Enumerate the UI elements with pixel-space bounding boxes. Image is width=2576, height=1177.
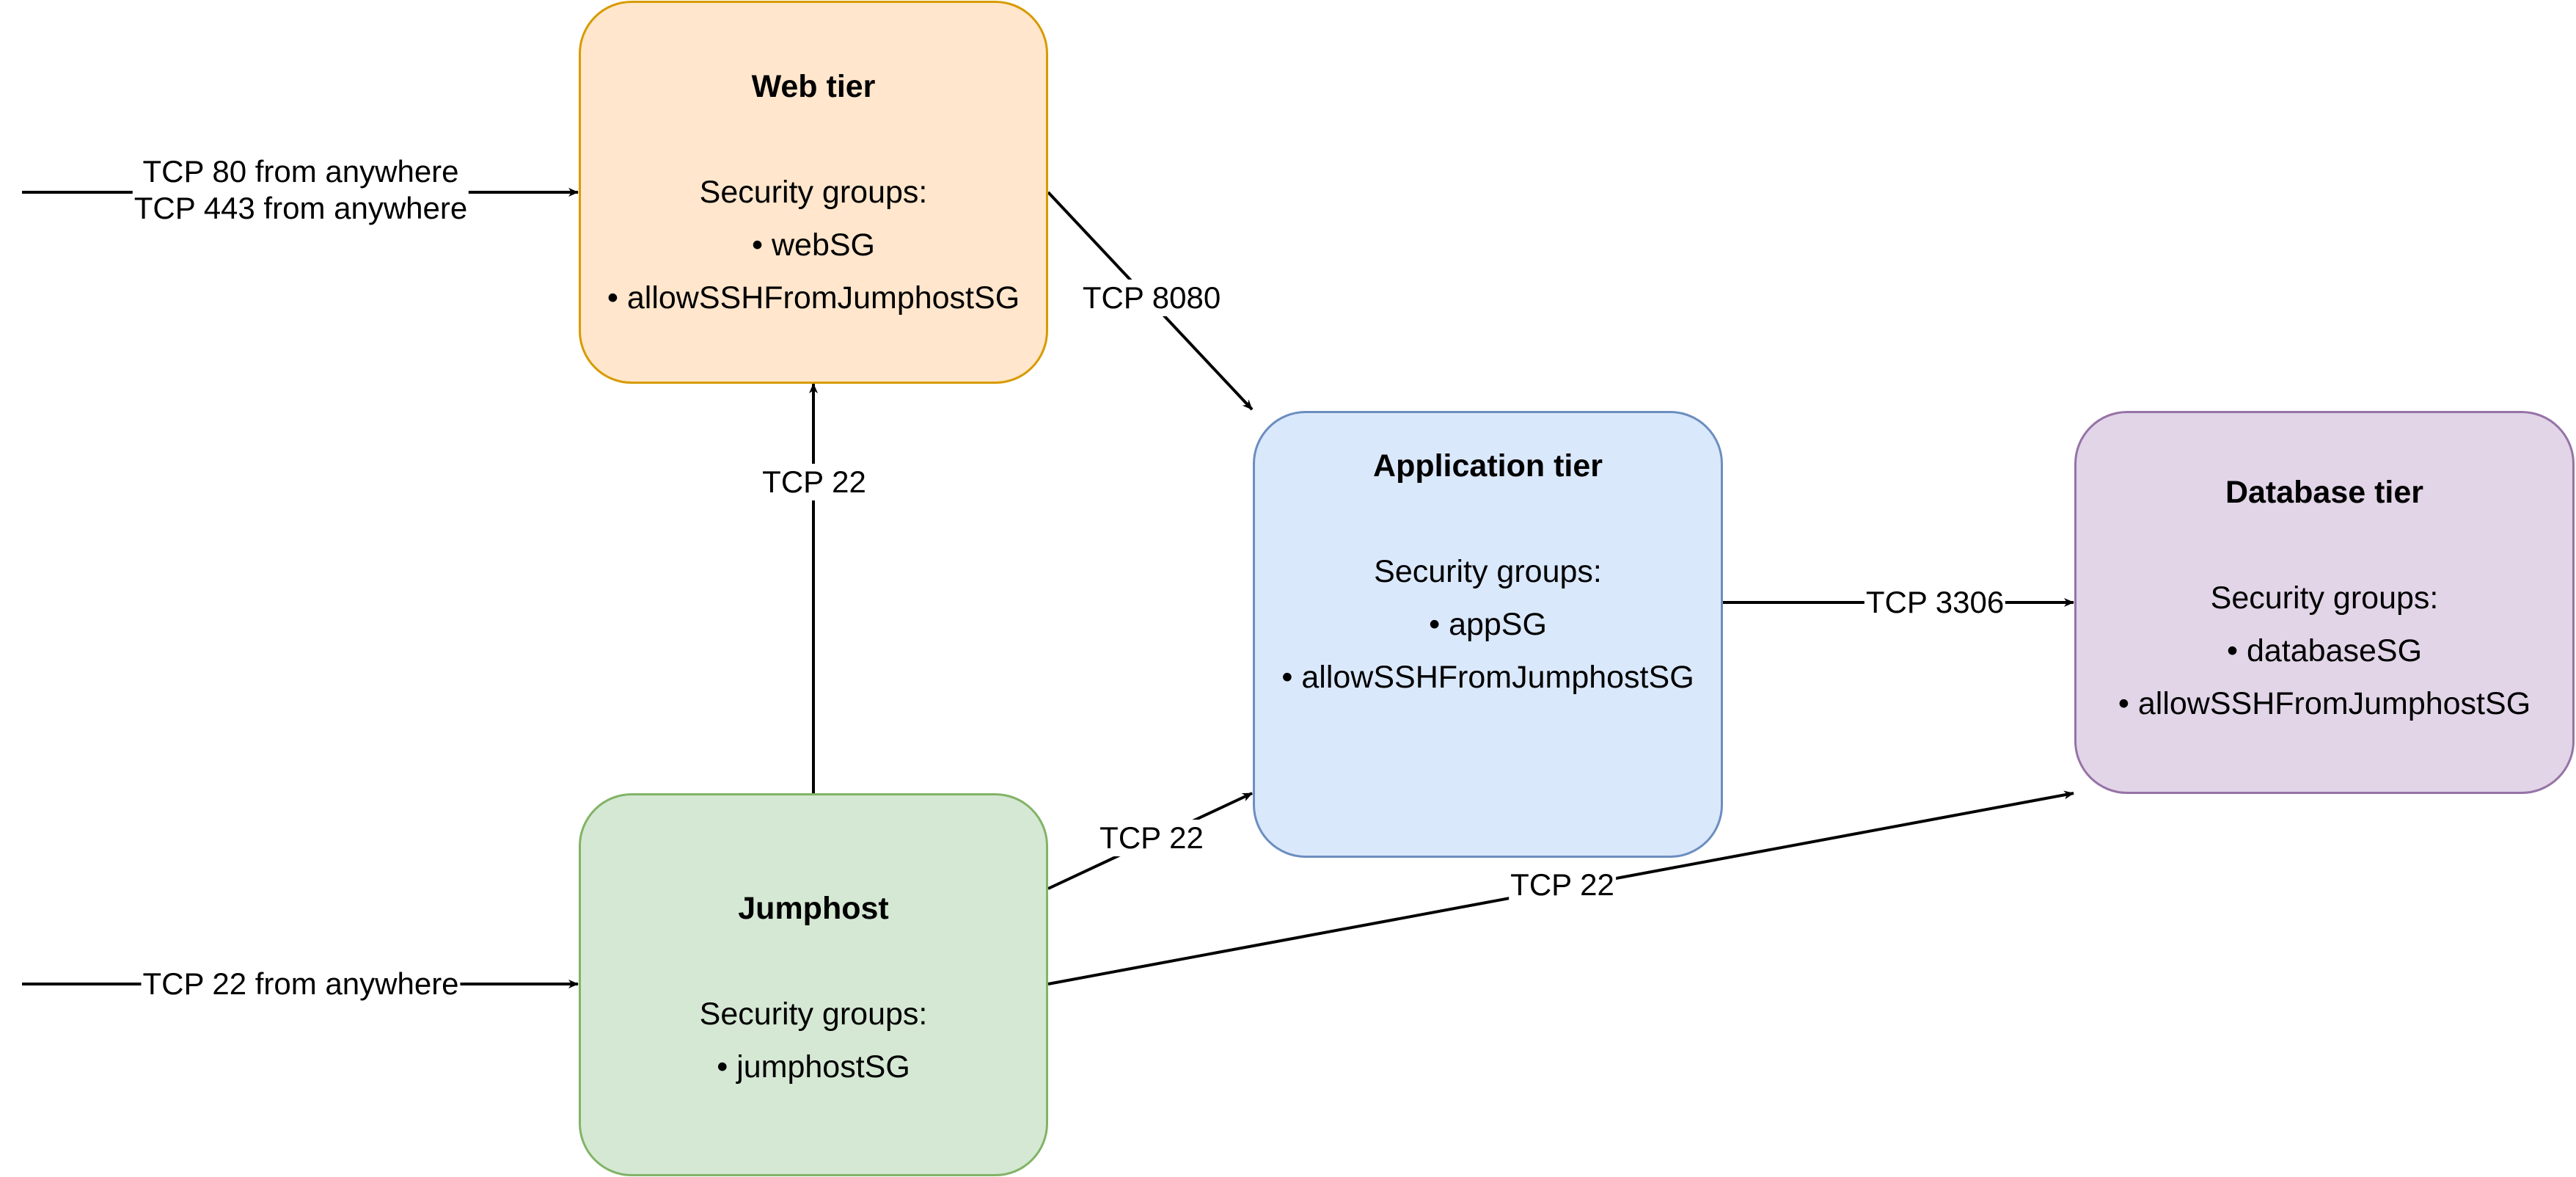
application-tier-box: [1253, 411, 1723, 858]
jumphost-title: Jumphost: [738, 891, 889, 926]
label-web-ingress-line: TCP 443 from anywhere: [133, 191, 468, 225]
application-tier-sg-heading: Security groups:: [1374, 554, 1602, 589]
web-tier-box: Web tier Security groups: • webSG • allo…: [579, 1, 1048, 384]
database-tier-sg-item: • databaseSG: [2226, 633, 2423, 668]
label-jumphost-ingress: TCP 22 from anywhere: [141, 966, 461, 1002]
database-tier-sg-item: • allowSSHFromJumphostSG: [2118, 686, 2531, 721]
label-web-ingress-line: TCP 80 from anywhere: [142, 154, 459, 189]
application-tier-title: Application tier: [1373, 448, 1603, 484]
web-tier-sg-item: • webSG: [751, 227, 875, 263]
jumphost-sg-item: • jumphostSG: [717, 1049, 910, 1085]
jumphost-sg-heading: Security groups:: [699, 996, 928, 1032]
label-jumphost-to-db: TCP 22: [1509, 867, 1616, 903]
web-tier-sg-item: • allowSSHFromJumphostSG: [607, 280, 1020, 316]
jumphost-box: Jumphost Security groups: • jumphostSG: [579, 793, 1048, 1176]
application-tier-sg-item: • allowSSHFromJumphostSG: [1281, 660, 1694, 695]
label-app-to-db: TCP 3306: [1864, 584, 2006, 621]
web-tier-sg-heading: Security groups:: [699, 175, 928, 210]
label-jumphost-to-app: TCP 22: [1098, 820, 1205, 856]
web-tier-title: Web tier: [751, 69, 876, 104]
label-jumphost-to-web: TCP 22: [761, 464, 868, 500]
application-tier-sg-item: • appSG: [1429, 607, 1547, 642]
database-tier-sg-heading: Security groups:: [2210, 580, 2439, 616]
label-web-to-app: TCP 8080: [1080, 280, 1223, 316]
database-tier-title: Database tier: [2225, 475, 2424, 510]
